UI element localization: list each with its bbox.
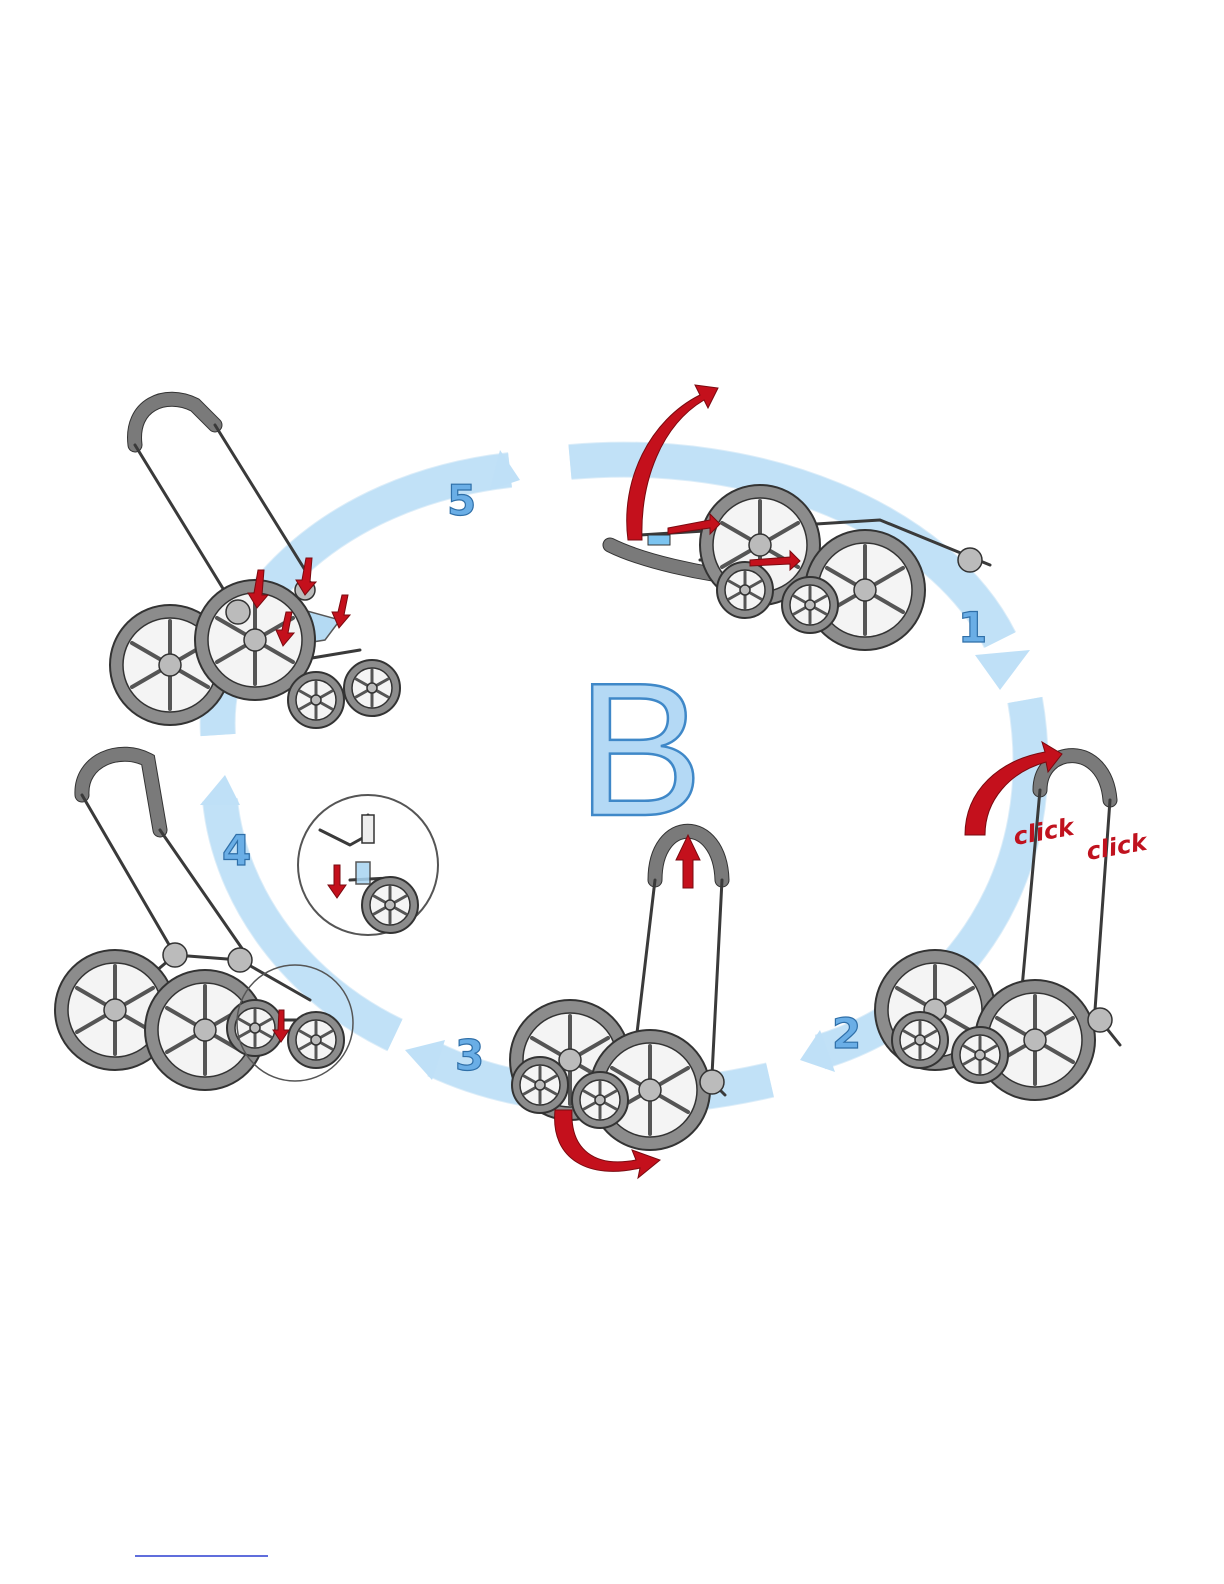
arc-arrowhead-4 xyxy=(200,775,240,805)
step-number-1: 1 xyxy=(958,603,987,652)
stroller-with-seat-step-5 xyxy=(110,399,400,728)
arc-arrowhead-1 xyxy=(975,650,1030,690)
step-number-2: 2 xyxy=(832,1009,861,1058)
click-label-2: click xyxy=(1084,827,1151,865)
detail-inset-step-4 xyxy=(298,795,438,935)
step-number-4: 4 xyxy=(222,826,251,875)
step-number-3: 3 xyxy=(455,1031,484,1080)
step-number-5: 5 xyxy=(447,476,476,525)
